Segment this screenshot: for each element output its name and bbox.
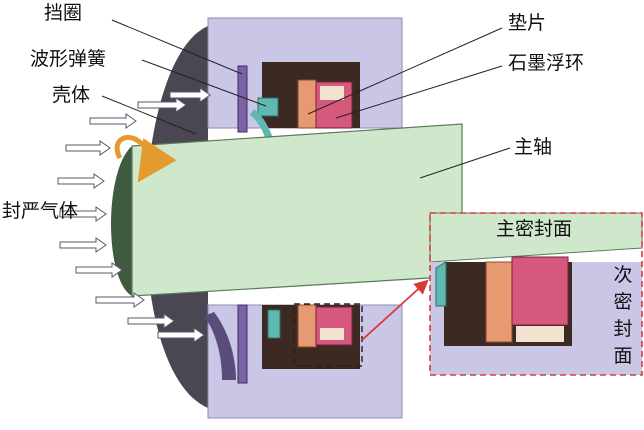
gas-arrow	[59, 237, 107, 253]
graphite-ring-bottom-face	[320, 328, 344, 340]
leader-retaining-ring	[111, 19, 243, 75]
callout-gasket	[485, 261, 513, 343]
gas-arrow	[127, 313, 175, 329]
gas-arrow	[89, 113, 137, 129]
callout-border	[429, 212, 643, 376]
gas-arrow	[57, 173, 105, 189]
detail-marker-box	[293, 303, 363, 367]
shaft-body	[131, 123, 463, 297]
callout-graphite-face	[516, 326, 564, 342]
retaining-ring-top	[237, 65, 248, 133]
rotation-arrow	[114, 135, 177, 183]
gas-arrow	[169, 87, 211, 103]
callout-wave-spring	[435, 261, 447, 307]
callout-arrow	[361, 279, 429, 341]
label-secondary-seal-face: 次密封面	[613, 264, 633, 367]
label-shaft: 主轴	[514, 136, 553, 158]
leader-wave-spring	[141, 59, 267, 107]
housing-bore-shade	[204, 312, 236, 380]
label-primary-seal-face: 主密封面	[496, 218, 573, 240]
leader-housing	[101, 95, 197, 135]
label-housing: 壳体	[52, 84, 91, 106]
label-sealing-gas: 封严气体	[2, 200, 79, 222]
retaining-ring-bottom	[237, 304, 248, 384]
label-graphite-ring: 石墨浮环	[508, 52, 585, 74]
leader-shaft	[419, 147, 511, 179]
wave-spring-top	[257, 97, 279, 117]
leader-gasket	[307, 27, 503, 115]
leader-graphite-ring	[335, 65, 503, 119]
graphite-ring-top-face	[320, 86, 344, 100]
gas-arrow	[137, 97, 187, 113]
callout-graphite-ring	[511, 256, 569, 326]
gasket-top	[297, 79, 317, 129]
gas-arrow	[59, 206, 107, 222]
label-retaining-ring: 挡圈	[44, 2, 83, 24]
gasket-bottom	[297, 304, 317, 348]
wave-spring-bottom	[267, 309, 281, 339]
gas-arrow	[95, 292, 145, 308]
gas-arrow	[65, 140, 111, 156]
gas-arrow	[75, 262, 123, 278]
detail-callout	[429, 212, 643, 376]
gas-arrow	[157, 327, 205, 343]
label-wave-spring: 波形弹簧	[30, 48, 107, 70]
shaft-end-face	[111, 146, 132, 296]
label-gasket: 垫片	[508, 12, 547, 34]
sealing-gas-arrows	[57, 87, 211, 343]
